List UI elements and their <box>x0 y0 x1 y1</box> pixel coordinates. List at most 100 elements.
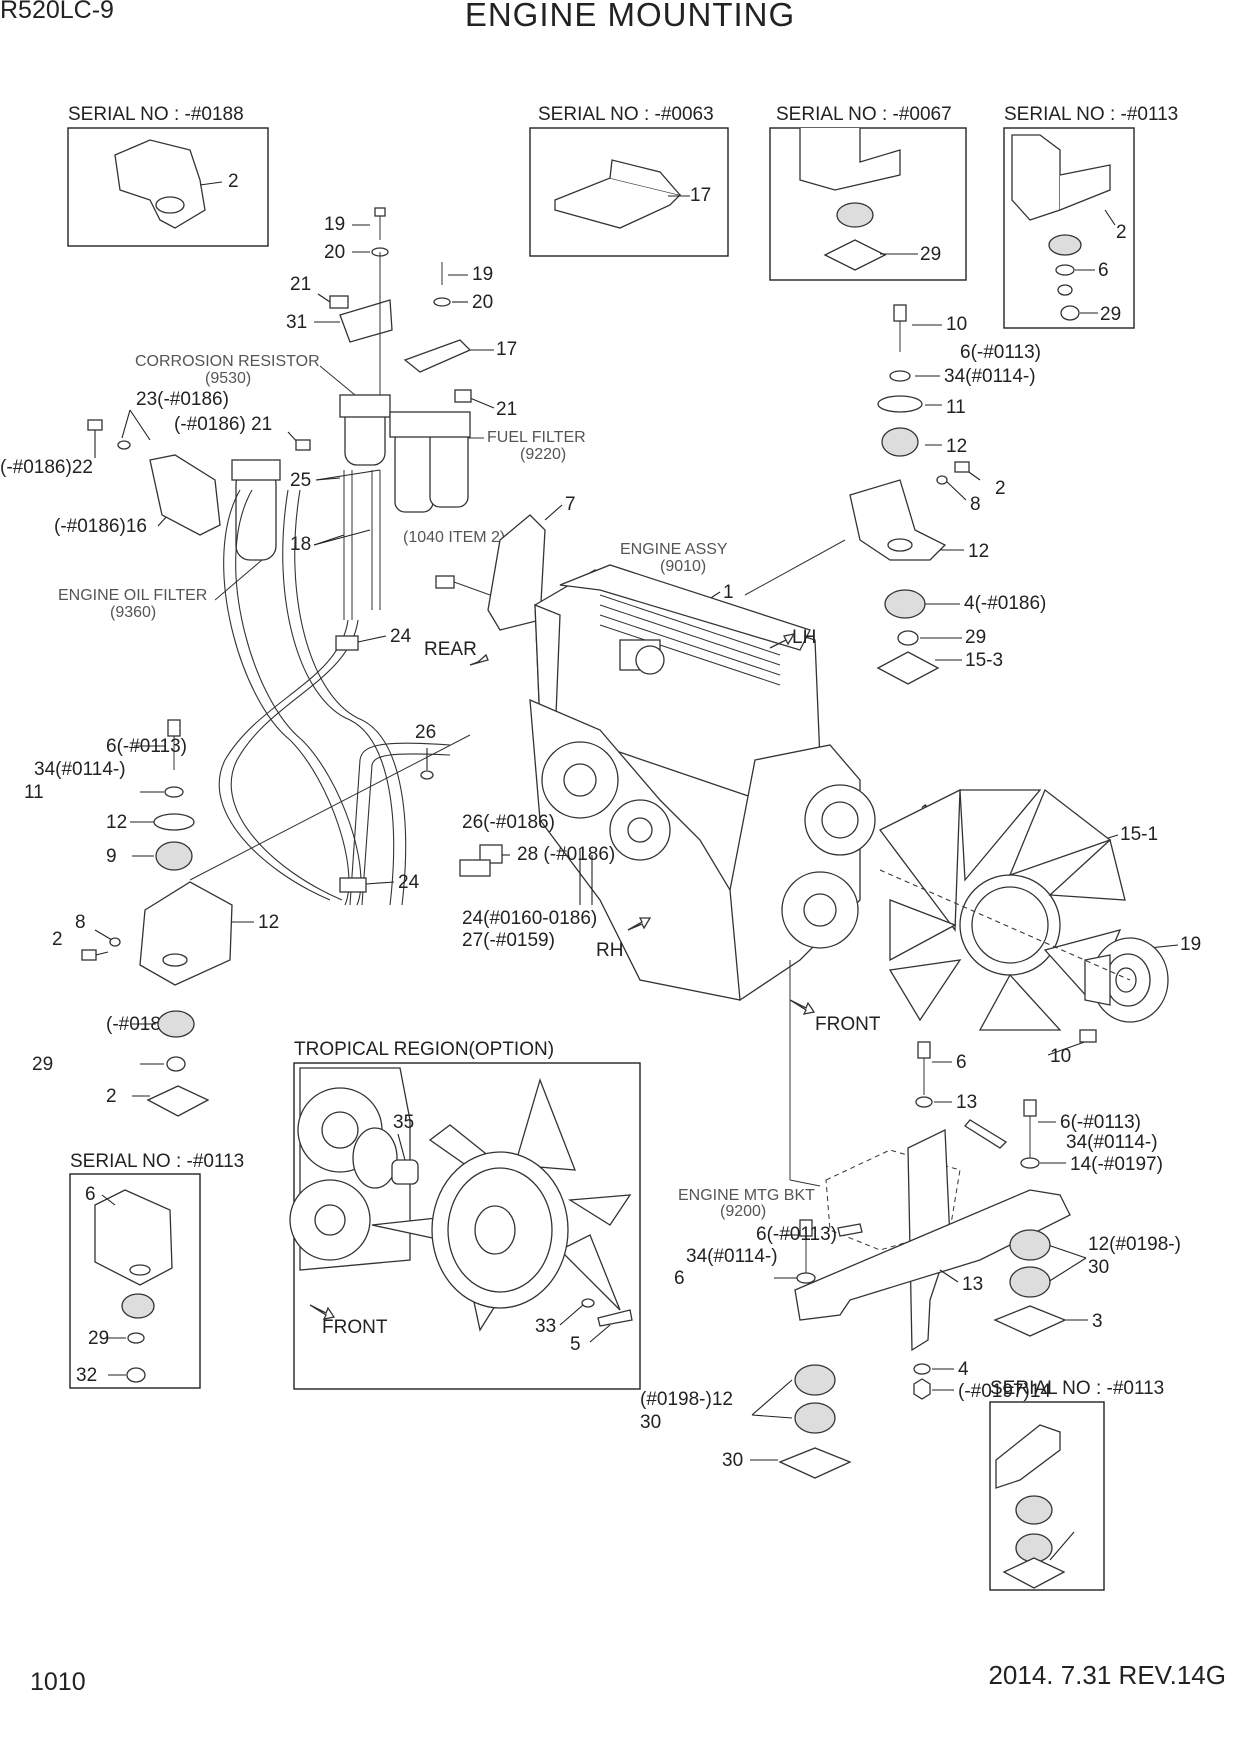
callout: 32 <box>76 1365 97 1386</box>
callout: 25 <box>290 470 311 491</box>
serial-label: SERIAL NO : -#0113 <box>1004 104 1178 125</box>
callout: 19 <box>472 264 493 285</box>
callout: 34(#0114-) <box>686 1246 778 1267</box>
callout: 9 <box>106 846 117 867</box>
caption-code: (9360) <box>110 604 156 621</box>
direction-front: FRONT <box>815 1014 881 1035</box>
callout: (-#0197)14 <box>958 1381 1051 1402</box>
caption-corrosion-resistor: CORROSION RESISTOR <box>135 353 320 370</box>
rocker-cover-fins <box>599 594 781 686</box>
callout: (-#0186)16 <box>54 516 147 537</box>
callout: 1 <box>723 582 734 603</box>
callout: 28 (-#0186) <box>517 844 615 865</box>
filter-group: 19 20 21 31 19 20 17 21 CORROSION RESIST… <box>0 207 586 621</box>
caption-code: (9010) <box>660 558 706 575</box>
callout: 19 <box>1180 934 1201 955</box>
callout: 29 <box>88 1328 109 1349</box>
callout: 12 <box>946 436 967 457</box>
callout: 11 <box>24 782 44 803</box>
mount-front: ENGINE MTG BKT (9200) 6 13 6(-#0113) 34(… <box>640 960 1181 1479</box>
callout: 12 <box>106 812 127 833</box>
inset-tropical-region: TROPICAL REGION(OPTION) 35 33 5 FRONT <box>289 1039 641 1390</box>
callout: 24 <box>390 626 412 647</box>
serial-label: SERIAL NO : -#0113 <box>990 1378 1164 1399</box>
callout: 23(-#0186) <box>136 389 229 410</box>
callout: 10 <box>1050 1046 1071 1067</box>
callout: 21 <box>496 399 517 420</box>
callout: 4(-#0186) <box>964 593 1046 614</box>
caption-engine-assy: ENGINE ASSY <box>620 541 728 558</box>
caption-code: (9220) <box>520 446 566 463</box>
callout: (-#0186)22 <box>0 457 93 478</box>
callout: 6(-#0113) <box>960 342 1041 363</box>
callout: 24(#0160-0186) <box>462 908 597 929</box>
caption-engine-oil-filter: ENGINE OIL FILTER <box>58 587 207 604</box>
callout: 13 <box>956 1092 977 1113</box>
serial-box-0113-top: SERIAL NO : -#0113 2 6 29 <box>1003 104 1178 329</box>
callout: 29 <box>32 1054 53 1075</box>
revision-date: 2014. 7.31 REV.14G <box>988 1660 1226 1690</box>
serial-box-0063: SERIAL NO : -#0063 17 <box>529 104 729 257</box>
callout: 17 <box>496 339 517 360</box>
callout: 7 <box>565 494 576 515</box>
callout: 6(-#0113) <box>1060 1112 1141 1133</box>
callout: 27(-#0159) <box>462 930 555 951</box>
callout: 2 <box>106 1086 117 1107</box>
callout: 5 <box>570 1334 581 1355</box>
callout: 34(#0114-) <box>1066 1132 1158 1153</box>
engine-assembly: (1040 ITEM 2) 7 ENGINE ASSY (9010) 1 <box>403 494 881 1035</box>
serial-box-0188: SERIAL NO : -#0188 2 <box>67 104 269 247</box>
fan-assembly: 15-2 15-1 19 10 <box>879 788 1201 1067</box>
callout: 30 <box>722 1450 743 1471</box>
callout: 20 <box>472 292 493 313</box>
callout: 4 <box>958 1359 969 1380</box>
inset-front: FRONT <box>322 1317 388 1338</box>
callout: 12(#0198-) <box>1088 1234 1181 1255</box>
callout: 26(-#0186) <box>462 812 555 833</box>
caption-code: (9200) <box>720 1203 766 1220</box>
callout: 12 <box>258 912 279 933</box>
callout: 13 <box>962 1274 983 1295</box>
callout: 15-1 <box>1120 824 1158 845</box>
callout: 2 <box>228 171 239 192</box>
callout: 14(-#0197) <box>1070 1154 1163 1175</box>
callout: 29 <box>1100 304 1121 325</box>
callout: 11 <box>946 397 966 418</box>
callout: 24 <box>398 872 420 893</box>
callout: 2 <box>995 478 1006 499</box>
callout: 30 <box>1088 1257 1109 1278</box>
callout: 8 <box>75 912 86 933</box>
serial-label: SERIAL NO : -#0063 <box>538 104 714 125</box>
callout: 17 <box>690 185 711 206</box>
callout: 21 <box>290 274 311 295</box>
inset-title: TROPICAL REGION(OPTION) <box>294 1039 554 1060</box>
page-title: ENGINE MOUNTING <box>464 0 796 33</box>
callout: 19 <box>324 214 345 235</box>
callout: 2 <box>1116 222 1127 243</box>
mount-left: 6(-#0113) 34(#0114-) 11 12 9 8 2 12 (-#0… <box>24 719 471 1117</box>
direction-rh: RH <box>596 940 623 961</box>
callout: 12 <box>968 541 989 562</box>
callout: 35 <box>393 1112 414 1133</box>
serial-label: SERIAL NO : -#0188 <box>68 104 244 125</box>
callout: 15-3 <box>965 650 1003 671</box>
callout: 20 <box>324 242 345 263</box>
page-number: 1010 <box>30 1668 86 1696</box>
serial-box-0113-right: SERIAL NO : -#0113 <box>989 1378 1164 1591</box>
callout: 2 <box>52 929 63 950</box>
callout: 3 <box>1092 1311 1103 1332</box>
callout: 8 <box>970 494 981 515</box>
callout: 6 <box>674 1268 685 1289</box>
callout: 29 <box>965 627 986 648</box>
caption-fuel-filter: FUEL FILTER <box>487 429 586 446</box>
callout: 29 <box>920 244 941 265</box>
callout: 18 <box>290 534 311 555</box>
callout: 33 <box>535 1316 556 1337</box>
serial-label: SERIAL NO : -#0113 <box>70 1151 244 1172</box>
callout: 6 <box>1098 260 1109 281</box>
callout: 34(#0114-) <box>34 759 126 780</box>
callout: 31 <box>286 312 307 333</box>
caption-code: (9530) <box>205 370 251 387</box>
serial-box-0113-left: SERIAL NO : -#0113 6 29 32 <box>69 1151 244 1389</box>
